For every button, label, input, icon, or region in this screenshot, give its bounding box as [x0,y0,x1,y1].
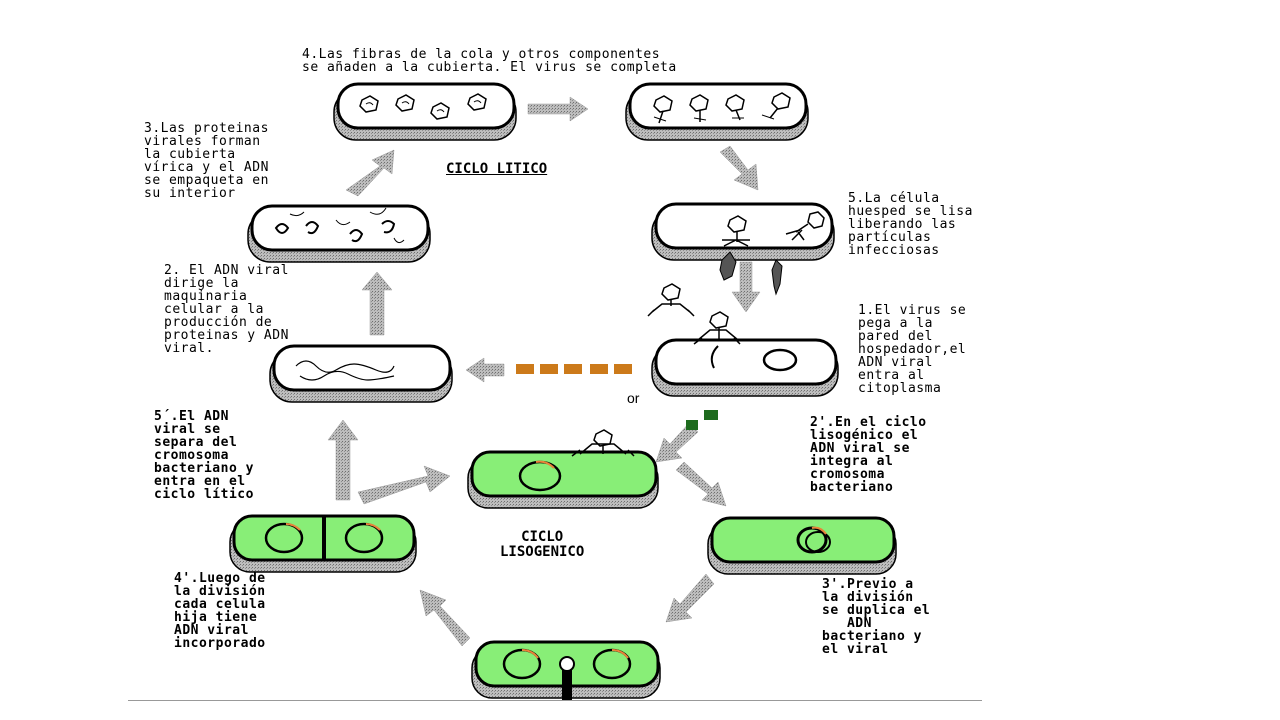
step-4-label: 4.Las fibras de la cola y otros componen… [302,47,677,75]
lysogenic-transition-squares [686,410,718,430]
arrow-2-to-3 [361,271,393,336]
step-2-label: 2. El ADN viral dirige la maquinaria cel… [164,263,289,356]
arrow-3-side [345,149,395,197]
step-3p-label: 3'.Previo a la división se duplica el AD… [822,577,931,657]
arrow-4-to-5 [719,145,759,191]
arrow-3p-to-bottom [665,573,715,623]
cell-infected-dna-spread [269,344,453,403]
attached-phage-icon [693,311,741,345]
step-1-label: 1.El virus se pega a la pared del hosped… [858,303,967,396]
arrow-1-to-2 [465,357,505,383]
lytic-cycle-title: CICLO LITICO [446,161,548,177]
arrow-2p-to-3p [675,461,727,507]
cell-step-2-viral-dna [247,204,431,263]
bottom-rule [128,700,982,701]
cell-step-1-attachment [651,311,839,397]
cell-step-3p-duplicated [707,516,897,575]
cell-burst-debris [719,251,783,296]
arrow-5-to-1 [731,261,761,313]
lysogenic-cycle-title: CICLO LISOGENICO [500,529,585,560]
or-label: or [627,390,640,406]
arrow-4p-to-2p [357,465,451,505]
arrow-1-to-2p [655,421,699,463]
arrow-bottom-to-4p [419,589,471,647]
arrow-5p-to-2 [327,419,359,501]
step-5p-label: 5´.El ADN viral se separa del cromosoma … [154,409,254,502]
step-2p-label: 2'.En el ciclo lisogénico el ADN viral s… [810,415,927,495]
cell-step-5-lysing [651,202,835,296]
cell-bottom-dividing [471,640,661,700]
cell-step-3-top [333,82,517,141]
lysogenic-phage-icon [571,429,635,457]
cell-step-4-top [625,82,809,141]
arrow-3-to-4 [527,96,589,122]
step-5-label: 5.La célula huesped se lisa liberando la… [848,191,973,258]
step-3-label: 3.Las proteinas virales forman la cubier… [144,121,269,201]
lytic-transition-dashes [516,364,632,374]
free-phage-icon [647,283,695,317]
cell-lysogenic-center [467,429,659,509]
step-4p-label: 4'.Luego de la división cada celula hija… [174,571,266,651]
cycle-arrows [327,96,761,647]
cell-step-4p-divided [229,514,417,573]
